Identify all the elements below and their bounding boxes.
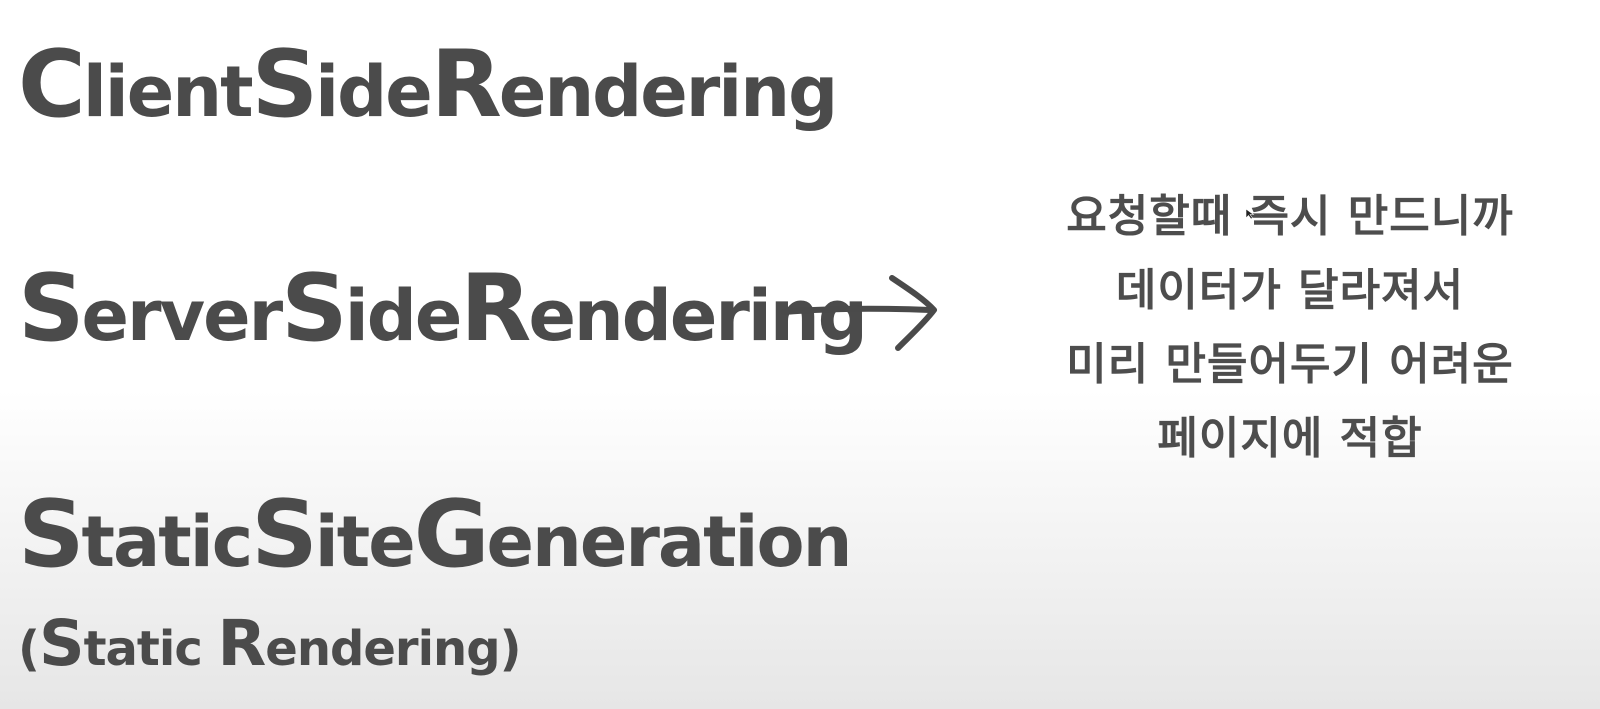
term-text: eneration [486, 501, 853, 583]
term-text: erver [81, 275, 284, 357]
term-capital: S [38, 606, 85, 680]
ssr-explanation-note: 요청할때 즉시 만드니까 데이터가 달라져서 미리 만들어두기 어려운 페이지에… [1010, 180, 1570, 476]
term-capital: S [251, 30, 319, 138]
term-text: tatic [81, 501, 254, 583]
static-site-generation-title: StaticSiteGeneration [18, 488, 853, 583]
open-paren: ( [18, 621, 40, 677]
note-line: 페이지에 적합 [1157, 413, 1423, 464]
term-capital: G [413, 480, 490, 588]
server-side-rendering-title: ServerSideRendering [18, 262, 868, 357]
term-text: endering [498, 51, 838, 133]
term-capital: C [18, 30, 86, 138]
term-text: lient [82, 51, 254, 133]
close-paren: ) [499, 621, 522, 677]
term-capital: R [217, 606, 266, 680]
right-arrow-icon [781, 275, 937, 351]
term-text: endering [265, 621, 500, 677]
mouse-cursor-icon [1245, 208, 1255, 220]
term-text: endering [528, 275, 867, 357]
term-text: tatic [83, 621, 218, 677]
term-capital: R [430, 30, 502, 138]
term-capital: S [18, 480, 85, 588]
term-capital: S [18, 254, 85, 362]
term-capital: S [251, 480, 318, 588]
note-line: 데이터가 달라져서 [1115, 265, 1465, 316]
term-text: ide [315, 51, 433, 133]
term-text: ite [314, 501, 416, 583]
term-capital: R [460, 254, 531, 362]
static-rendering-subtitle: (Static Rendering) [18, 611, 522, 677]
note-line: 요청할때 즉시 만드니까 [1066, 191, 1514, 242]
note-line: 미리 만들어두기 어려운 [1066, 339, 1514, 390]
term-capital: S [281, 254, 348, 362]
term-text: ide [344, 275, 463, 357]
client-side-rendering-title: ClientSideRendering [18, 38, 838, 133]
